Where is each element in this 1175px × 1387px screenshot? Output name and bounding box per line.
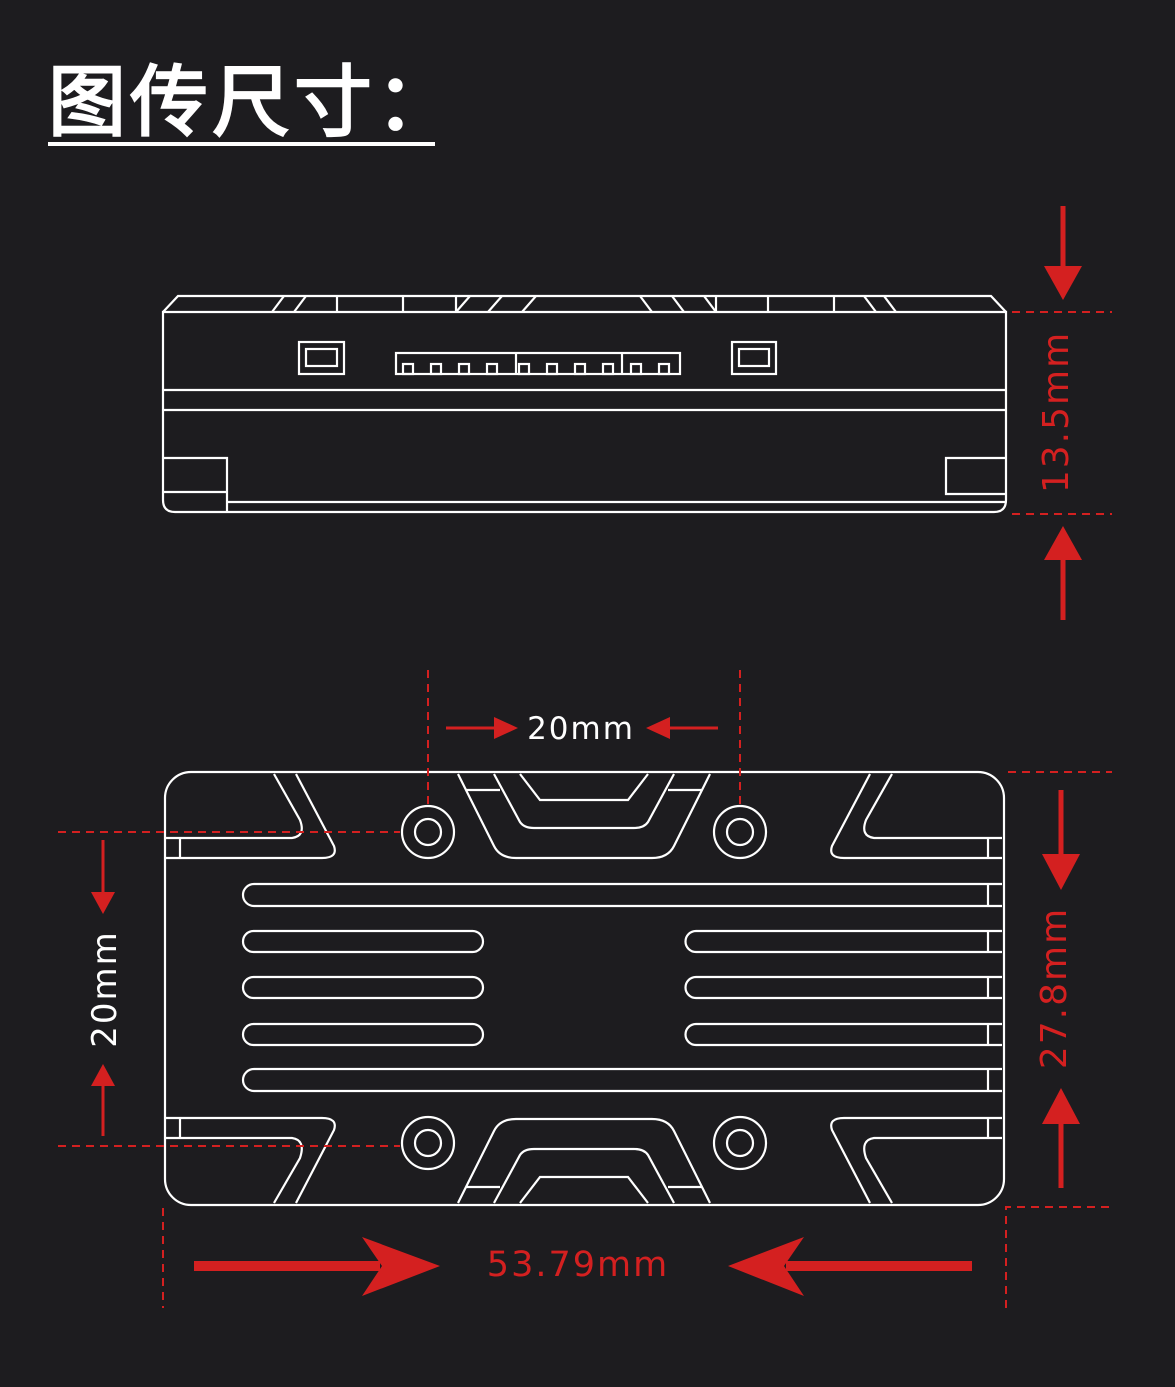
- top-view-fin-left-2: [241, 975, 485, 1000]
- width-short-label: 27.8mm: [1034, 907, 1075, 1069]
- side-view: [161, 294, 1008, 514]
- top-view-fin-long-1: [241, 882, 1002, 908]
- hole-spacing-vertical-dimension: 20mm: [58, 831, 400, 1147]
- title-underline: [48, 142, 435, 146]
- length-label: 53.79mm: [487, 1245, 669, 1285]
- hole-spacing-horizontal-dimension: 20mm: [427, 670, 741, 805]
- height-dimension: 13.5mm: [1012, 206, 1112, 620]
- page-title: 图传尺寸：: [48, 58, 459, 148]
- top-view-corner-br: [830, 1116, 1002, 1204]
- top-view: [163, 770, 1006, 1207]
- mounting-hole-bl: [400, 1115, 456, 1171]
- mounting-hole-tr: [712, 804, 768, 860]
- top-view-fin-right-1: [684, 929, 1002, 954]
- top-view-corner-tl: [165, 773, 336, 860]
- hole-spacing-vertical-label: 20mm: [85, 930, 125, 1048]
- height-arrow-up: [1044, 526, 1082, 560]
- length-arrow-left: [728, 1237, 804, 1296]
- side-view-left-foot: [163, 456, 229, 512]
- top-view-corner-bl: [165, 1116, 336, 1204]
- length-dimension: 53.79mm: [162, 1208, 972, 1308]
- mounting-hole-br: [712, 1115, 768, 1171]
- top-view-top-notch: [457, 773, 711, 860]
- side-view-right-foot: [944, 456, 1006, 496]
- height-arrow-down: [1044, 266, 1082, 300]
- length-arrow-right: [362, 1237, 440, 1296]
- hole-spacing-horizontal-label: 20mm: [527, 711, 635, 747]
- top-view-fin-right-3: [684, 1022, 1002, 1047]
- width-short-arrow-down: [1042, 854, 1080, 890]
- side-view-right-button: [730, 340, 778, 376]
- side-view-ridge-details: [271, 295, 897, 313]
- width-short-arrow-up: [1042, 1088, 1080, 1124]
- side-view-body: [161, 310, 1008, 514]
- side-view-connector: [394, 351, 682, 376]
- mounting-hole-tl: [400, 804, 456, 860]
- height-label: 13.5mm: [1036, 331, 1077, 493]
- width-short-dimension: 27.8mm: [1005, 771, 1112, 1308]
- side-view-left-button: [297, 340, 346, 376]
- top-view-fin-left-3: [241, 1022, 485, 1047]
- side-view-top-ridge: [162, 294, 1007, 313]
- top-view-fin-left-1: [241, 929, 485, 954]
- top-view-fin-right-2: [684, 975, 1002, 1000]
- top-view-fin-long-2: [241, 1067, 1002, 1093]
- top-view-corner-tr: [830, 773, 1002, 860]
- top-view-body: [163, 770, 1006, 1207]
- top-view-bottom-notch: [457, 1117, 711, 1204]
